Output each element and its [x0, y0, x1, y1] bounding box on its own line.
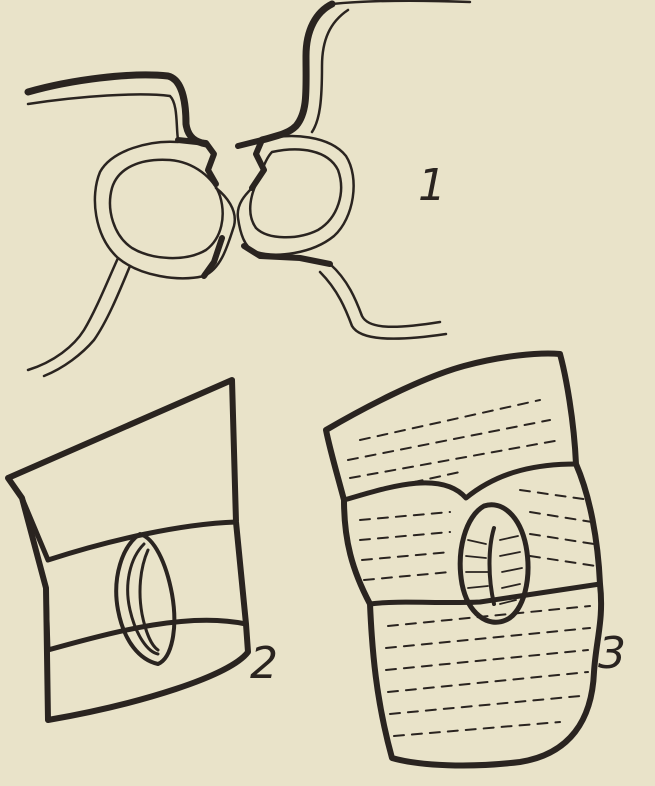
left-wall-inner: [28, 94, 178, 140]
figure-label-3: 3: [598, 628, 626, 679]
right-lower-wall-inner: [320, 272, 446, 339]
fig3-guard-cell-striae: [466, 536, 522, 604]
fig2-cell-wall-upper: [22, 498, 236, 560]
figure-label-1: 1: [418, 160, 446, 211]
right-guard-lip: [238, 140, 264, 188]
left-guard-cell-lumen: [110, 160, 223, 258]
right-lower-wall: [330, 264, 440, 327]
fig2-guard-cell-inner: [140, 550, 158, 650]
figure-3-surface-view: [326, 354, 601, 766]
right-wall-inner: [312, 10, 348, 132]
right-outer-line: [332, 1, 470, 4]
figure-1-cross-section: [28, 1, 470, 376]
figure-label-2: 2: [250, 638, 278, 689]
fig3-pore: [490, 528, 495, 604]
figure-2-surface-view: [8, 380, 248, 720]
right-lower-thick: [244, 246, 330, 264]
left-cuticle: [28, 75, 206, 144]
fig3-wall-upper: [344, 464, 576, 500]
fig3-striations: [348, 400, 596, 736]
left-lower-wall: [28, 258, 118, 370]
right-guard-cell-lumen: [250, 149, 341, 237]
left-lower-wall-inner: [44, 266, 130, 376]
fig2-cell-wall-lower: [46, 588, 246, 650]
